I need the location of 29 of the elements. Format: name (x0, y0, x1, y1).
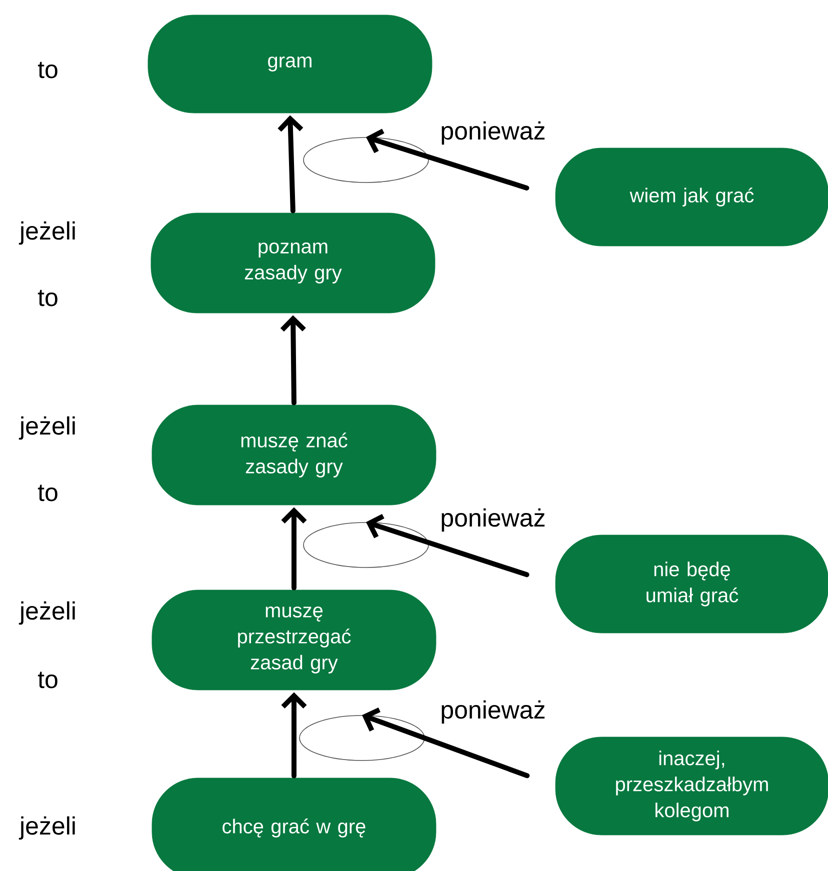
statement-box: gram (148, 14, 432, 114)
statement-box: nie będę umiał grać (555, 534, 828, 634)
condition-word: jeżeli (18, 601, 75, 625)
arrow (362, 708, 530, 778)
arrow (366, 514, 530, 578)
arrow (281, 507, 307, 590)
edge-label: ponieważ (439, 507, 547, 533)
condition-word: to (38, 62, 58, 78)
edge-label: ponieważ (439, 120, 547, 146)
ellipse-outline (303, 522, 429, 568)
arrow (280, 315, 306, 406)
ellipse-outline (299, 715, 425, 761)
statement-box: chcę grać w grę (152, 778, 436, 871)
condition-word: to (38, 484, 58, 502)
statement-box: poznam zasady gry (150, 212, 436, 314)
condition-word: jeżeli (18, 416, 75, 440)
arrow (281, 692, 307, 778)
statement-box: wiem jak grać (555, 148, 828, 246)
statement-box: inaczej, przeszkadzałbym kolegom (555, 736, 828, 836)
edge-label: ponieważ (439, 699, 547, 725)
arrow (278, 115, 304, 214)
ellipse-outline (303, 137, 429, 183)
statement-box: muszę znać zasady gry (152, 404, 436, 506)
arrow (366, 128, 530, 190)
statement-box: muszę przestrzegać zasad gry (152, 590, 436, 690)
condition-word: to (38, 672, 58, 688)
condition-word: to (38, 290, 58, 306)
condition-word: jeżeli (18, 221, 75, 245)
condition-word: jeżeli (18, 816, 75, 840)
